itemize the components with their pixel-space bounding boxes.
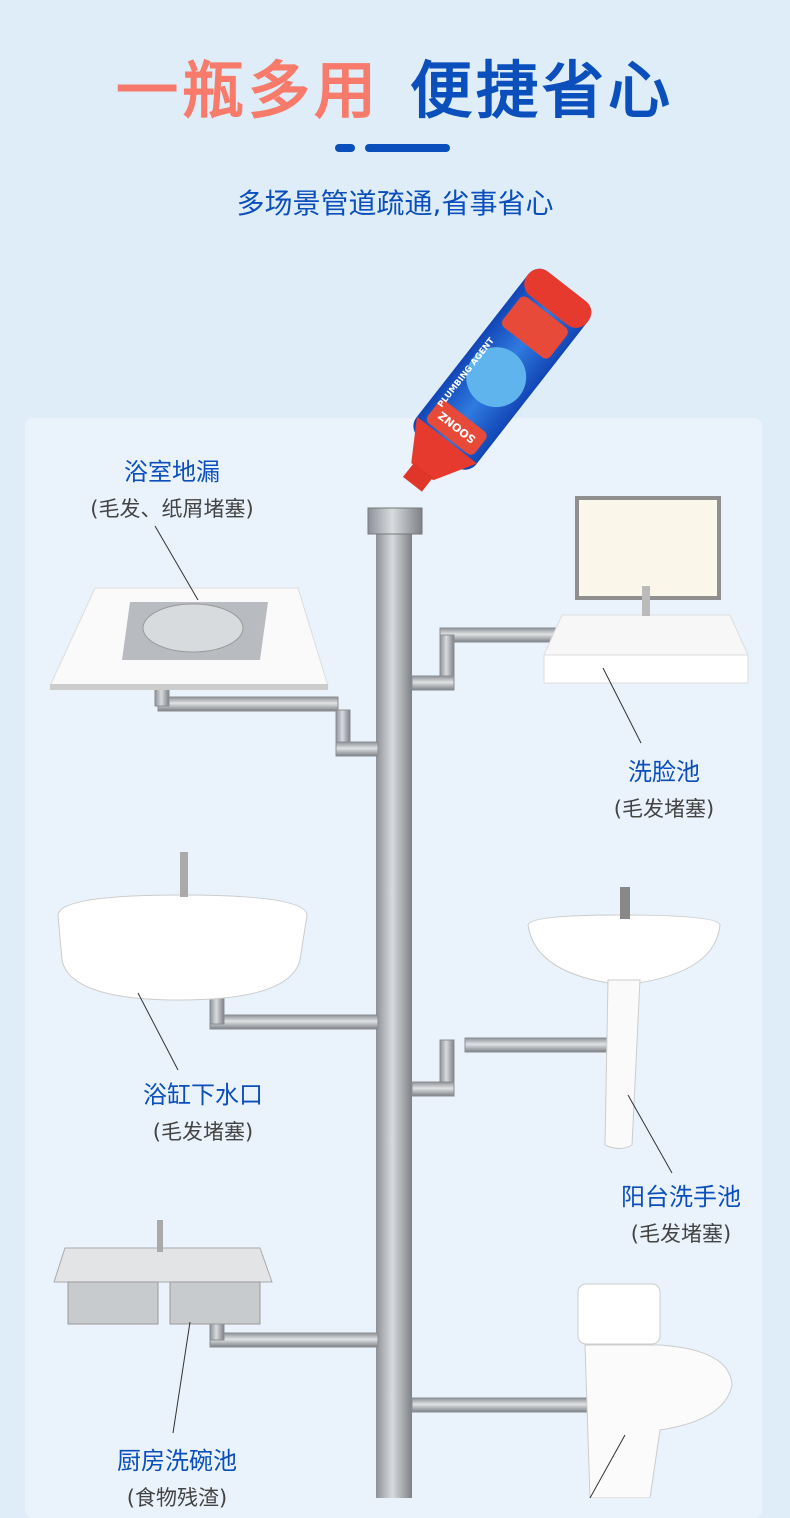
headline: 一瓶多用便捷省心	[0, 40, 790, 130]
scene-name: 浴缸下水口	[143, 1081, 263, 1109]
scene-name: 阳台洗手池	[621, 1183, 741, 1211]
scene-floor-drain: 浴室地漏 (毛发、纸屑堵塞)	[90, 452, 253, 523]
scene-desc: (毛发堵塞)	[152, 1120, 254, 1144]
pedestal-sink-illustration	[527, 887, 721, 1149]
bathtub-illustration	[57, 852, 308, 1001]
scene-desc: (毛发堵塞)	[630, 1222, 732, 1246]
product-bottle: SOONZ PLUMBING AGENT	[402, 268, 592, 492]
scene-name: 洗脸池	[627, 758, 700, 786]
floor-drain-illustration	[49, 587, 329, 690]
divider-bar	[365, 144, 450, 152]
scene-balcony-sink: 阳台洗手池 (毛发堵塞)	[621, 1177, 741, 1248]
kitchen-sink-illustration	[53, 1220, 273, 1325]
washbasin-illustration	[543, 496, 749, 684]
pipe-cap	[367, 507, 423, 535]
main-pipe	[376, 530, 412, 1498]
headline-part2: 便捷省心	[410, 54, 675, 127]
toilet-illustration	[577, 1283, 733, 1498]
scene-desc: (毛发堵塞)	[613, 797, 715, 821]
divider-dot	[335, 144, 355, 152]
leader-lines	[137, 525, 673, 1498]
scene-washbasin: 洗脸池 (毛发堵塞)	[614, 752, 714, 823]
subtitle: 多场景管道疏通,省事省心	[236, 187, 554, 220]
scene-name: 浴室地漏	[123, 458, 220, 486]
scene-name: 厨房洗碗池	[117, 1447, 237, 1475]
scene-bathtub: 浴缸下水口 (毛发堵塞)	[143, 1075, 263, 1146]
headline-part1: 一瓶多用	[115, 54, 380, 127]
scene-desc: (毛发、纸屑堵塞)	[90, 497, 254, 521]
scene-desc: (食物残渣)	[126, 1486, 228, 1510]
scene-kitchen-sink: 厨房洗碗池 (食物残渣)	[117, 1441, 237, 1512]
branch-pipes	[154, 627, 611, 1413]
